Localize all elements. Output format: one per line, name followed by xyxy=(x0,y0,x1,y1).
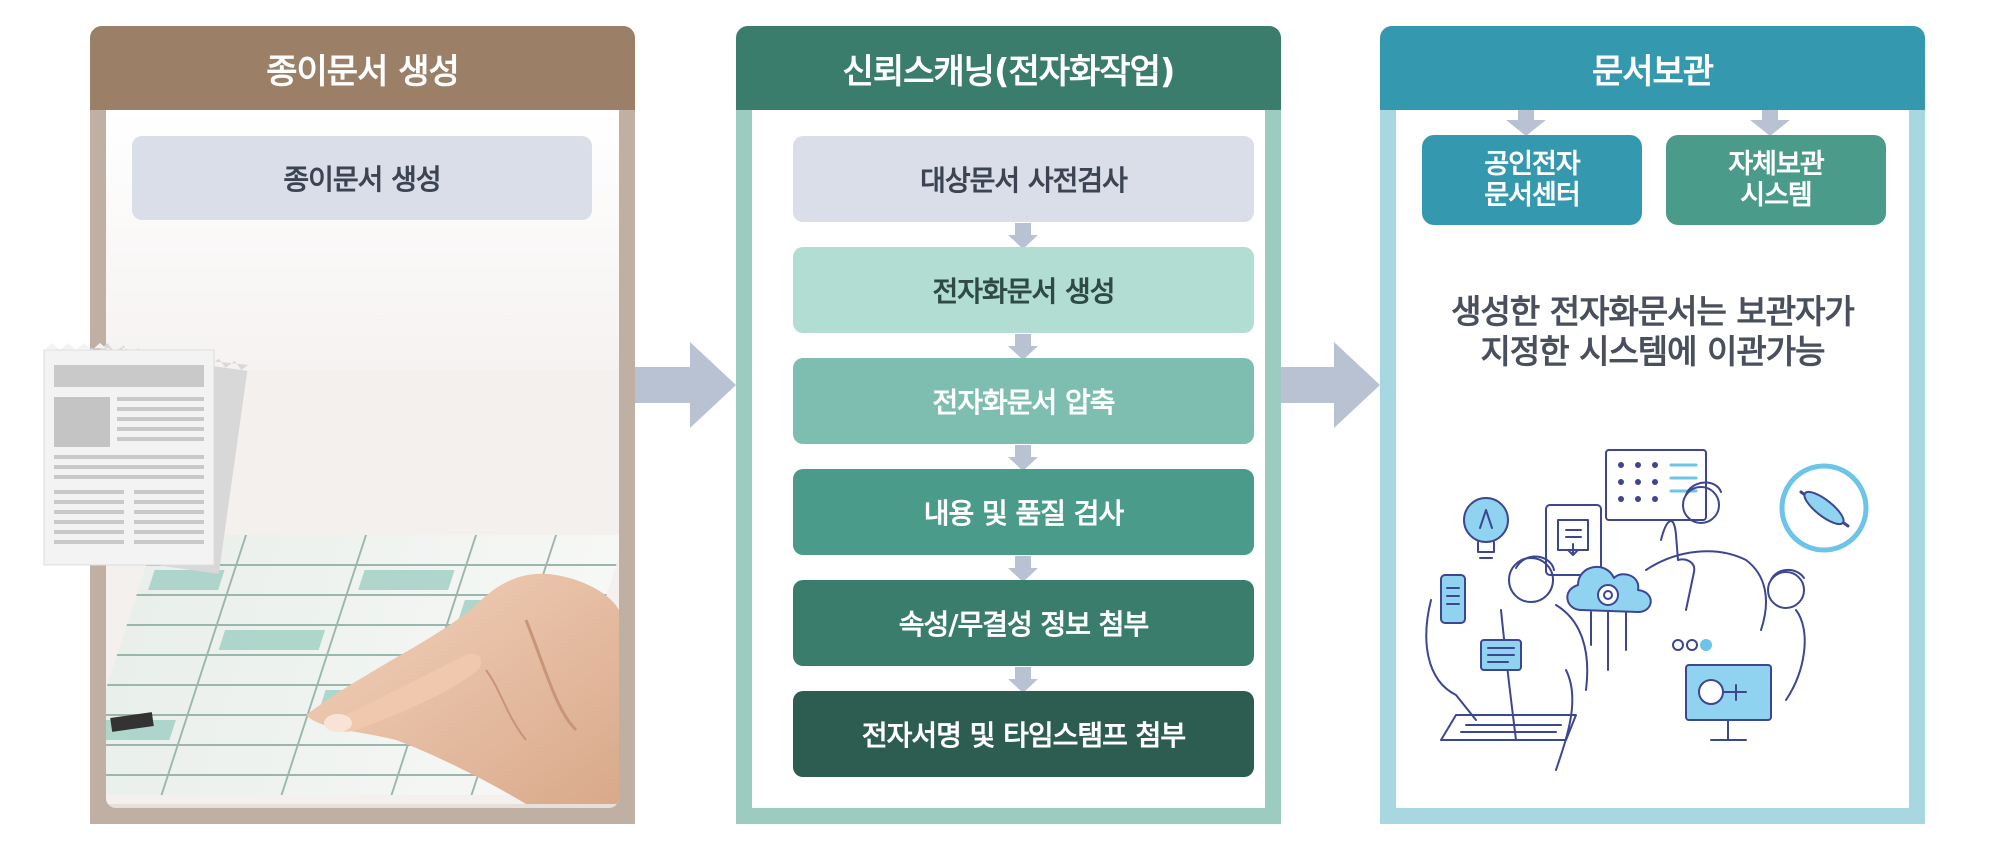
paper-create-box: 종이문서 생성 xyxy=(132,136,592,220)
arrow-down-icon xyxy=(1008,223,1038,249)
box-certified-center: 공인전자 문서센터 xyxy=(1422,135,1642,225)
storage-description: 생성한 전자화문서는 보관자가 지정한 시스템에 이관가능 xyxy=(1396,292,1909,373)
arrow-down-icon xyxy=(1750,110,1790,136)
lightbulb-icon xyxy=(1463,497,1509,559)
panel-paper-title: 종이문서 생성 xyxy=(90,26,635,110)
arrow-down-icon xyxy=(1008,334,1038,360)
step-attach-integrity: 속성/무결성 정보 첨부 xyxy=(793,580,1254,666)
storage-description-line2: 지정한 시스템에 이관가능 xyxy=(1480,332,1826,372)
certified-center-line1: 공인전자 xyxy=(1484,148,1580,180)
step-precheck: 대상문서 사전검사 xyxy=(793,136,1254,222)
panel-store-title: 문서보관 xyxy=(1380,26,1925,110)
step-create-digital: 전자화문서 생성 xyxy=(793,247,1254,333)
arrow-down-icon xyxy=(1008,556,1038,582)
self-storage-line1: 자체보관 xyxy=(1728,148,1824,180)
step-signature-timestamp: 전자서명 및 타임스탬프 첨부 xyxy=(793,691,1254,777)
phone-icon xyxy=(1440,574,1466,624)
step-quality-check: 내용 및 품질 검사 xyxy=(793,469,1254,555)
panel-storage: 문서보관 공인전자 문서센터 자체보관 시스템 생성한 전자화문서는 보관자가 … xyxy=(1380,26,1925,824)
paper-document-icon xyxy=(43,343,249,574)
panel-trusted-scanning: 신뢰스캐닝(전자화작업) 대상문서 사전검사 전자화문서 생성 전자화문서 압축… xyxy=(736,26,1281,824)
arrow-down-icon xyxy=(1008,667,1038,693)
panel-scan-body: 대상문서 사전검사 전자화문서 생성 전자화문서 압축 내용 및 품질 검사 속… xyxy=(752,110,1265,808)
panel-paper-document: 종이문서 생성 종이문서 생성 xyxy=(90,26,635,824)
people-tech-illustration xyxy=(1425,449,1869,771)
panel-store-body: 공인전자 문서센터 자체보관 시스템 생성한 전자화문서는 보관자가 지정한 시… xyxy=(1396,110,1909,808)
panel-scan-title: 신뢰스캐닝(전자화작업) xyxy=(736,26,1281,110)
cloud-gear-icon xyxy=(1566,565,1652,613)
arrow-right-icon xyxy=(1281,342,1380,428)
box-self-storage: 자체보관 시스템 xyxy=(1666,135,1886,225)
certified-center-line2: 문서센터 xyxy=(1484,180,1580,211)
arrow-down-icon xyxy=(1008,445,1038,471)
self-storage-line2: 시스템 xyxy=(1740,180,1813,211)
step-compress: 전자화문서 압축 xyxy=(793,358,1254,444)
arrow-right-icon xyxy=(635,342,736,428)
storage-description-line1: 생성한 전자화문서는 보관자가 xyxy=(1451,292,1855,331)
arrow-down-icon xyxy=(1506,110,1546,136)
monitor-icon xyxy=(1685,664,1772,741)
